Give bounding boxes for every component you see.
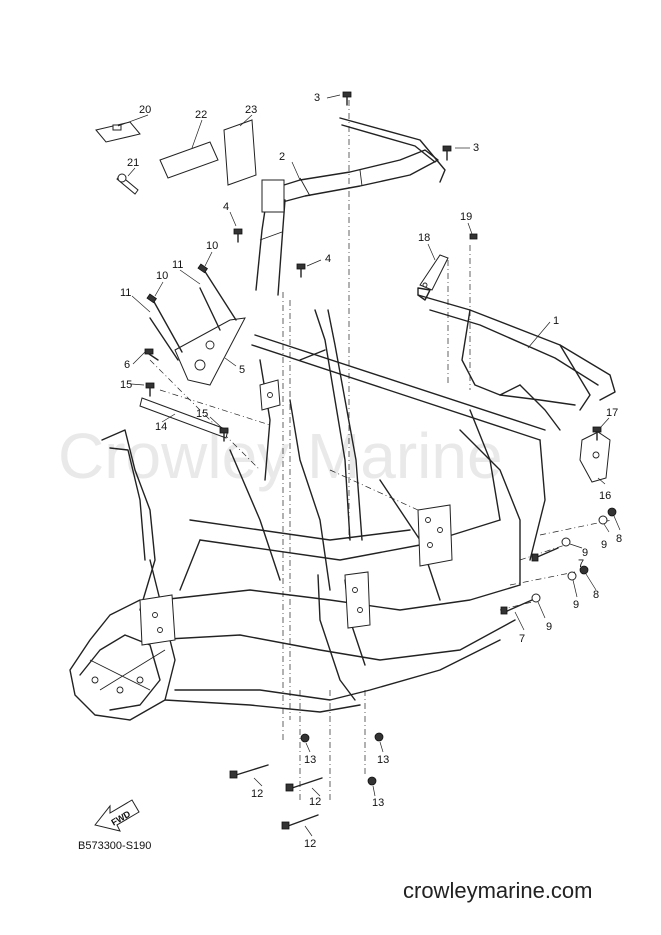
callout-10-lower: 10 <box>156 270 168 282</box>
site-url: crowleymarine.com <box>403 878 593 903</box>
callout-4-left: 4 <box>223 201 229 213</box>
callout-15-left: 15 <box>120 379 132 391</box>
fasteners <box>144 91 617 830</box>
bracket-5 <box>174 317 246 386</box>
callout-1: 1 <box>553 315 559 327</box>
bar-14 <box>139 397 229 439</box>
bracket-16 <box>579 431 611 483</box>
callout-20: 20 <box>139 104 151 116</box>
callout-2: 2 <box>279 151 285 163</box>
callout-4-right: 4 <box>325 253 331 265</box>
callout-21: 21 <box>127 157 139 169</box>
callout-7-lower: 7 <box>519 633 525 645</box>
sheet-23 <box>223 119 257 186</box>
callout-3-right: 3 <box>473 142 479 154</box>
tool-21 <box>116 173 139 195</box>
callout-9-b: 9 <box>582 547 588 559</box>
callout-23: 23 <box>245 104 257 116</box>
callout-11-lower: 11 <box>120 287 131 299</box>
callout-17: 17 <box>606 407 618 419</box>
callout-16: 16 <box>599 490 611 502</box>
callout-9-c: 9 <box>573 599 579 611</box>
front-upper-frame <box>255 117 446 296</box>
callout-12-c: 12 <box>304 838 316 850</box>
callout-19: 19 <box>460 211 472 223</box>
fwd-arrow-icon: FWD <box>94 799 140 832</box>
callout-13-c: 13 <box>372 797 384 809</box>
manual-22 <box>159 141 219 179</box>
callout-14: 14 <box>155 421 167 433</box>
label-20 <box>95 121 141 143</box>
diagram-code: B573300-S190 <box>78 840 151 852</box>
callout-numbers: 1 2 3 3 4 4 5 6 7 7 8 8 9 9 9 9 10 10 11… <box>120 92 622 850</box>
main-chassis-frame <box>69 287 616 721</box>
callout-5: 5 <box>239 364 245 376</box>
callout-22: 22 <box>195 109 207 121</box>
callout-13-a: 13 <box>304 754 316 766</box>
callout-10-upper: 10 <box>206 240 218 252</box>
callout-15-right: 15 <box>196 408 208 420</box>
callout-3-top: 3 <box>314 92 320 104</box>
callout-7-upper: 7 <box>578 558 584 570</box>
callout-8-upper: 8 <box>616 533 622 545</box>
frame-holes <box>91 392 443 694</box>
callout-12-a: 12 <box>251 788 263 800</box>
bracket-18 <box>419 254 449 291</box>
leader-lines <box>117 94 621 837</box>
callout-9-a: 9 <box>601 539 607 551</box>
callout-13-b: 13 <box>377 754 389 766</box>
callout-6: 6 <box>124 359 130 371</box>
callout-9-d: 9 <box>546 621 552 633</box>
callout-12-b: 12 <box>309 796 321 808</box>
callout-8-lower: 8 <box>593 589 599 601</box>
callout-18: 18 <box>418 232 430 244</box>
callout-11-upper: 11 <box>172 259 183 271</box>
